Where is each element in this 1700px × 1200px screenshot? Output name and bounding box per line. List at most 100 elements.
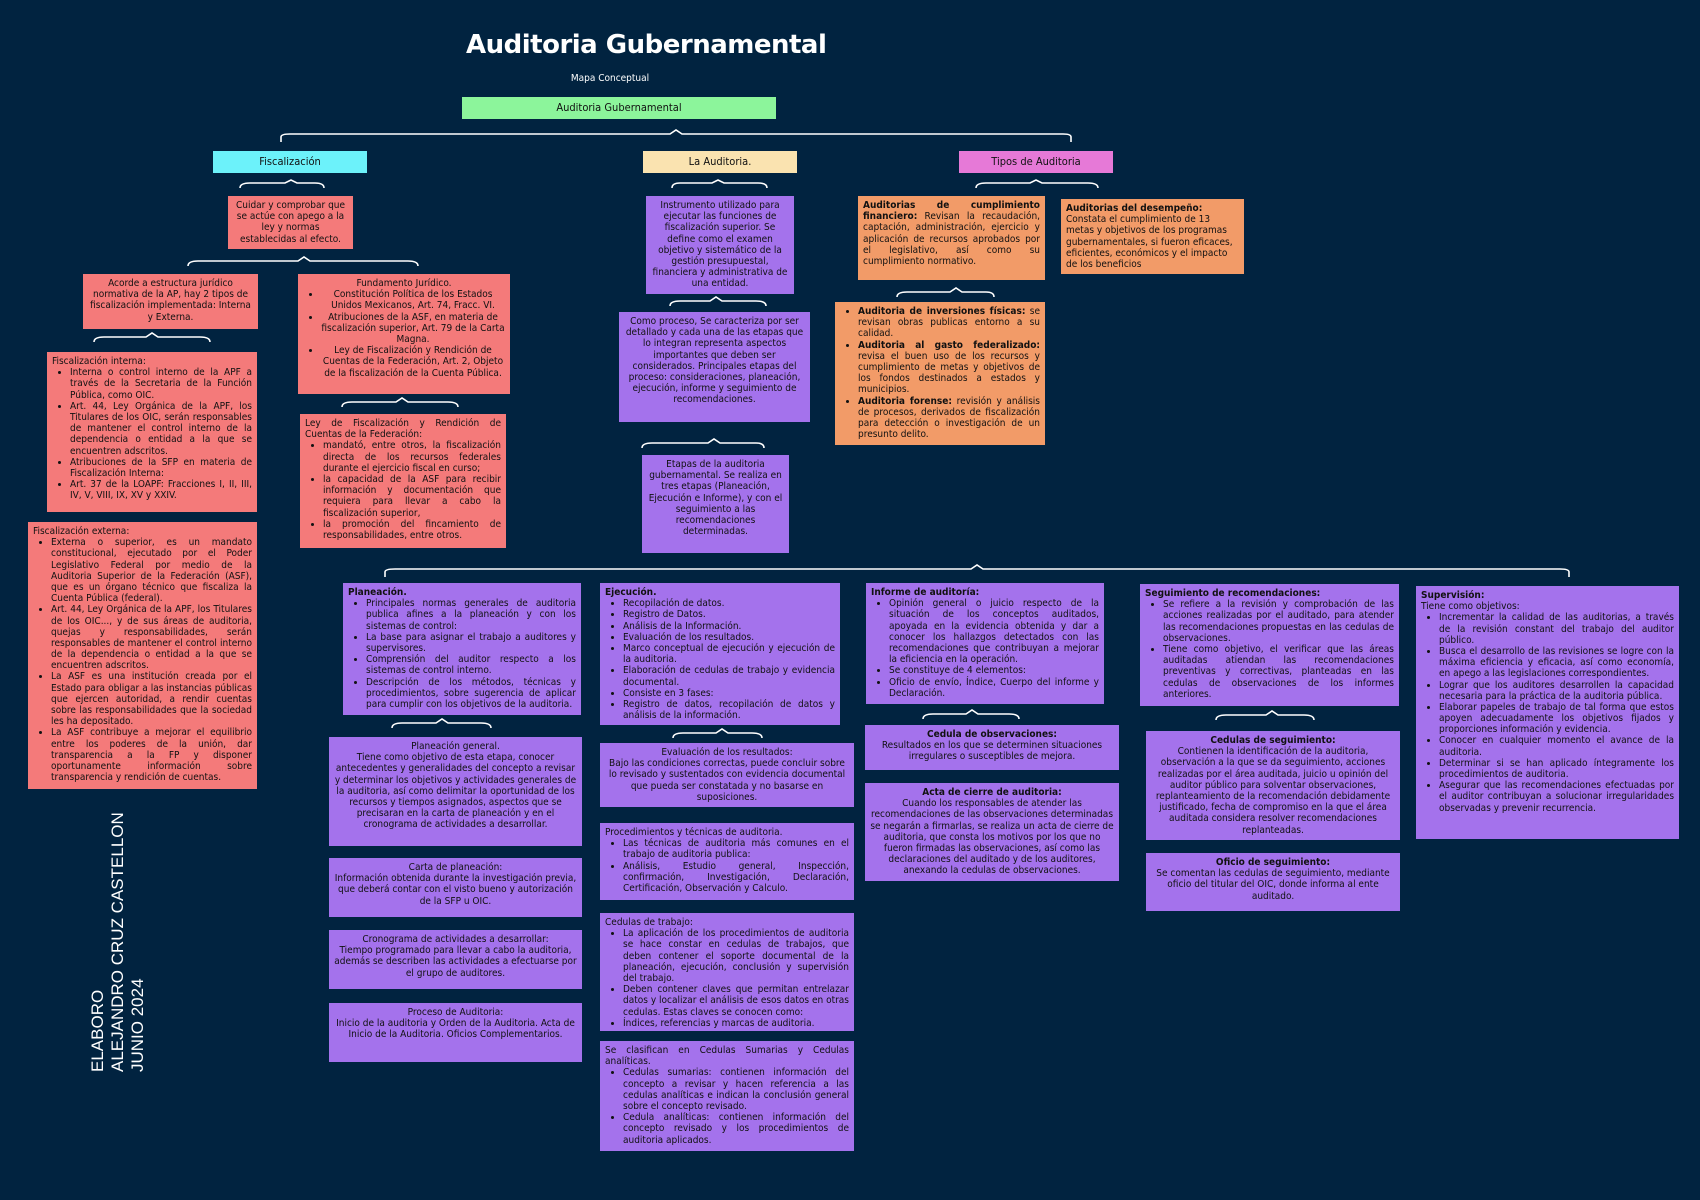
auditoria-proceso: Como proceso, Se caracteriza por ser det… [619,312,810,422]
acta-cierre: Acta de cierre de auditoria: Cuando los … [865,783,1119,881]
brace-tipos-fisc [93,332,211,343]
list-item: Deben contener claves que permitan entre… [623,984,849,1018]
cedulas-seguimiento: Cedulas de seguimiento: Contienen la ide… [1146,731,1400,840]
proceso-auditoria-text: Inicio de la auditoria y Orden de la Aud… [336,1018,575,1041]
supervision-subtitle: Tiene como objetivos: [1421,601,1520,613]
list-item: Evaluación de los resultados. [623,632,835,643]
fundamento-juridico: Fundamento Jurídico. Constitución Políti… [298,274,510,394]
list-item: Asegurar que las recomendaciones efectua… [1439,780,1674,814]
list-item: Conocer en cualquier momento el avance d… [1439,735,1674,757]
author-credit: ELABORO ALEJANDRO CRUZ CASTELLON JUNIO 2… [88,812,148,1072]
supervision-title: Supervisión: [1421,590,1485,601]
oficio-seguimiento-title: Oficio de seguimiento: [1215,857,1331,868]
cedulas-seguimiento-text: Contienen la identificación de la audito… [1155,746,1391,836]
fiscalizacion-externa: Fiscalización externa: Externa o superio… [28,522,257,789]
fiscalizacion-interna-title: Fiscalización interna: [52,356,146,367]
brace-root [280,129,1072,142]
brace-cumplimiento [896,287,995,298]
list-item: Busca el desarrollo de las revisiones se… [1439,646,1674,680]
root-node: Auditoria Gubernamental [462,97,776,119]
node-la-auditoria: La Auditoria. [643,151,797,173]
list-item: Cedulas sumarias: contienen información … [623,1067,849,1112]
cronograma-actividades: Cronograma de actividades a desarrollar:… [329,930,582,989]
author-line-1: ELABORO [88,989,107,1072]
etapa-ejecucion: Ejecución. Recopilación de datos. Regist… [600,583,840,725]
brace-etapas [384,564,1570,577]
list-item: Las técnicas de auditoria más comunes en… [623,838,849,860]
brace-aud-def [669,296,767,307]
cedula-observaciones-text: Resultados en los que se determinen situ… [881,740,1103,763]
planeacion-general-text: Tiene como objetivo de esta etapa, conoc… [334,752,577,831]
list-item: Registro de Datos. [623,609,835,620]
list-item: Incrementar la calidad de las auditorias… [1439,612,1674,646]
planeacion-general-title: Planeación general. [411,741,500,752]
list-item: Lograr que los auditores desarrollen la … [1439,680,1674,702]
list-item: La ASF es una institución creada por el … [51,671,252,727]
brace-tipos [975,179,1099,189]
node-tipos-auditoria: Tipos de Auditoria [959,151,1113,173]
auditoria-definition: Instrumento utilizado para ejecutar las … [646,196,794,294]
list-item: Índices, referencias y marcas de auditor… [623,1018,849,1029]
list-item: Cedula analíticas: contienen información… [623,1112,849,1146]
auditoria-desempeno-title: Auditorias del desempeño: [1066,203,1203,214]
brace-fiscalizacion [239,179,325,189]
list-item: la promoción del fincamiento de responsa… [323,519,501,541]
auditoria-sub-tipos: Auditoria de inversiones físicas: se rev… [835,302,1045,445]
auditoria-cumplimiento-text: Revisan la recaudación, captación, admin… [863,211,1041,267]
list-item: Descripción de los métodos, técnicas y p… [366,677,576,711]
oficio-seguimiento-text: Se comentan las cedulas de seguimiento, … [1156,868,1390,902]
brace-seguimiento [1215,710,1315,721]
carta-planeacion-text: Información obtenida durante la investig… [334,873,577,907]
list-item: Interna o control interno de la APF a tr… [70,367,252,401]
list-item: Auditoria de inversiones físicas: se rev… [858,306,1040,340]
seguimiento-recomendaciones: Seguimiento de recomendaciones: Se refie… [1140,584,1399,706]
brace-planeacion [391,718,492,729]
ley-fiscalizacion: Ley de Fiscalización y Rendición de Cuen… [300,414,506,548]
clasificacion-title: Se clasifican en Cedulas Sumarias y Cedu… [605,1045,849,1068]
auditoria-cumplimiento-title: Auditorias de cumplimiento financiero: [863,200,1040,223]
oficio-seguimiento: Oficio de seguimiento: Se comentan las c… [1146,853,1400,911]
brace-auditoria [671,179,768,189]
cedula-observaciones-title: Cedula de observaciones: [926,729,1058,740]
list-item: Consiste en 3 fases: [623,688,835,699]
cronograma-text: Tiempo programado para llevar a cabo la … [334,945,577,979]
procedimientos-tecnicas: Procedimientos y técnicas de auditoria. … [600,823,854,900]
list-item: Recopilación de datos. [623,598,835,609]
evaluacion-resultados: Evaluación de los resultados: Bajo las c… [600,743,854,807]
list-item: Se constituye de 4 elementos: [889,665,1099,676]
seguimiento-title: Seguimiento de recomendaciones: [1145,588,1321,599]
sub-tipo-text: se revisan obras publicas entorno a su c… [858,306,1041,340]
list-item: Art. 37 de la LOAPF: Fracciones I, II, I… [70,479,252,501]
procedimientos-title: Procedimientos y técnicas de auditoria. [605,827,783,838]
list-item: Tiene como objetivo, el verificar que la… [1163,644,1394,700]
page-subtitle: Mapa Conceptual [570,73,650,84]
list-item: Auditoria al gasto federalizado: revisa … [858,340,1040,396]
cedula-observaciones: Cedula de observaciones: Resultados en l… [865,725,1119,770]
sub-tipo-title: Auditoria forense: [858,395,952,407]
list-item: Ley de Fiscalización y Rendición de Cuen… [321,345,505,379]
list-item: Externa o superior, es un mandato consti… [51,537,252,604]
fiscalizacion-tipos: Acorde a estructura jurídico normativa d… [83,274,258,329]
list-item: Comprensión del auditor respecto a los s… [366,654,576,676]
sub-tipo-title: Auditoria al gasto federalizado: [858,339,1040,351]
etapa-informe-title: Informe de auditoría: [871,587,980,598]
list-item: Marco conceptual de ejecución y ejecució… [623,643,835,665]
list-item: Art. 44, Ley Orgánica de la APF, los Tit… [70,401,252,457]
list-item: Registro de datos, recopilación de datos… [623,699,835,721]
carta-planeacion-title: Carta de planeación: [408,862,503,873]
brace-ejecucion [672,728,763,739]
list-item: Elaborar papeles de trabajo de tal forma… [1439,702,1674,736]
brace-proceso [641,438,765,449]
evaluacion-text: Bajo las condiciones correctas, puede co… [608,758,846,803]
acta-cierre-text: Cuando los responsables de atender las r… [870,798,1114,877]
auditoria-etapas: Etapas de la auditoria gubernamental. Se… [642,455,789,553]
list-item: Opinión general o juicio respecto de la … [889,598,1099,665]
list-item: la capacidad de la ASF para recibir info… [323,474,501,519]
supervision: Supervisión: Tiene como objetivos: Incre… [1416,586,1679,839]
fiscalizacion-interna: Fiscalización interna: Interna o control… [47,352,257,512]
planeacion-general: Planeación general. Tiene como objetivo … [329,737,582,846]
list-item: Auditoria forense: revisión y análisis d… [858,396,1040,441]
brace-fisc-def [187,256,419,267]
auditoria-desempeno-text: Constata el cumplimiento de 13 metas y o… [1066,214,1233,270]
